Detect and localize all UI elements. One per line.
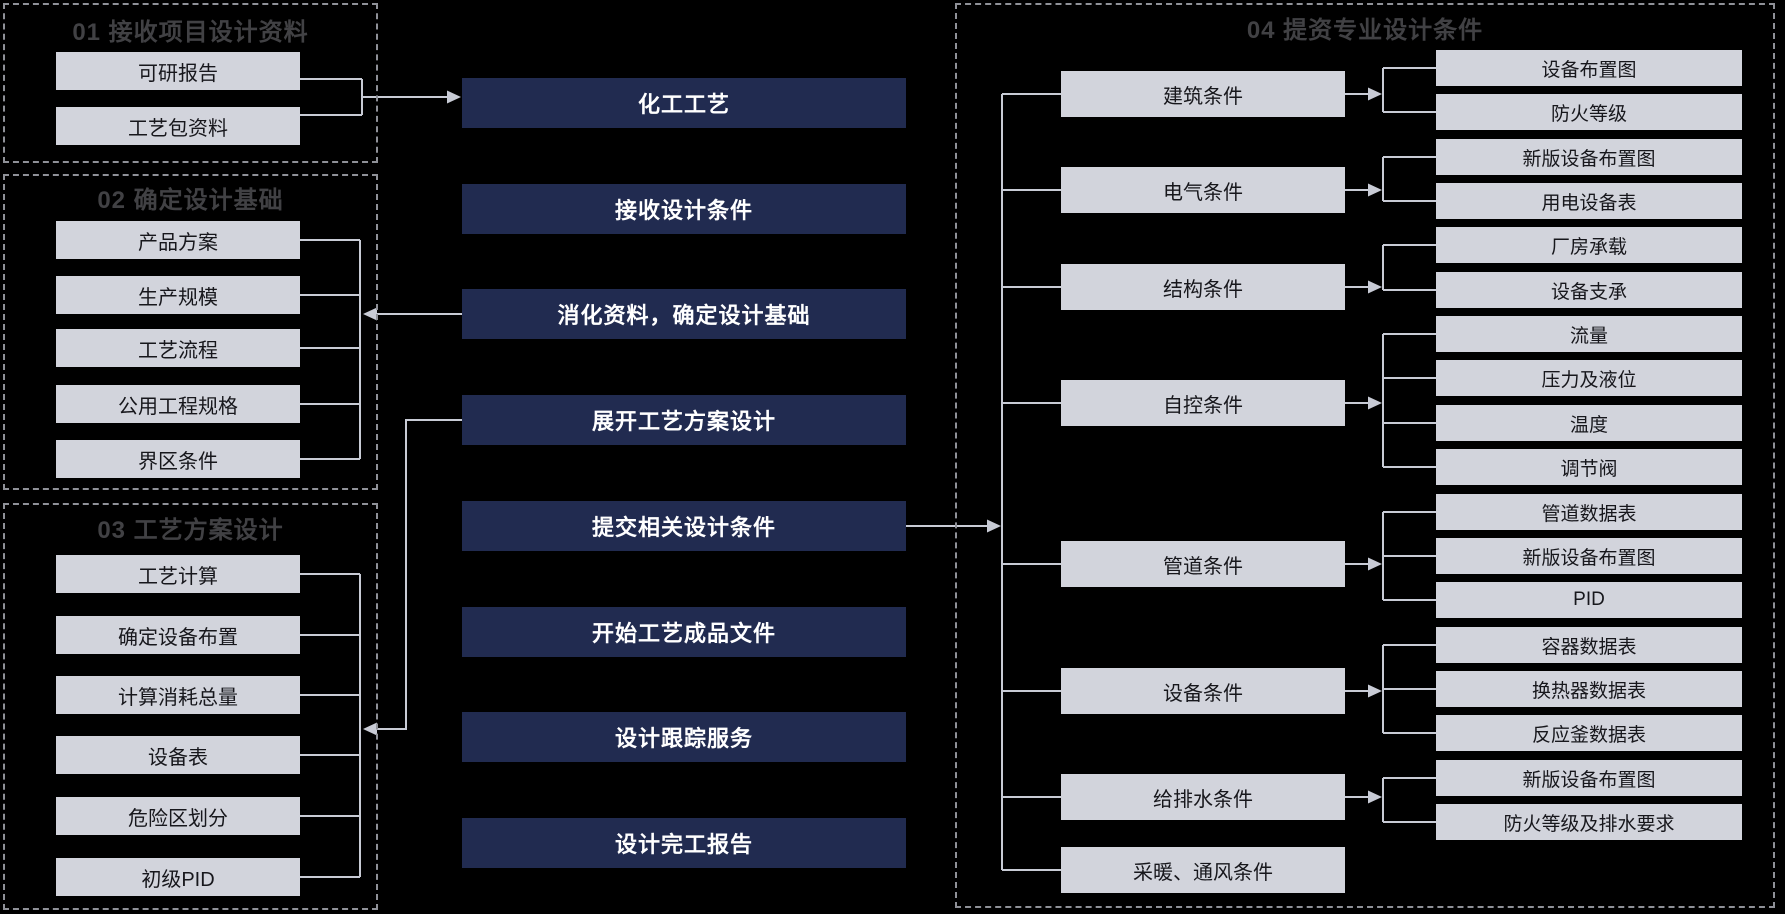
arrowhead	[363, 307, 377, 321]
flow-step-box: 展开工艺方案设计	[462, 395, 906, 445]
output-box: 新版设备布置图	[1436, 760, 1742, 796]
arrowhead	[1368, 790, 1382, 804]
group-04-title: 04 提资专业设计条件	[1246, 17, 1484, 44]
group-02-title: 02 确定设计基础	[97, 187, 284, 214]
output-box: 反应釜数据表	[1436, 715, 1742, 751]
category-box: 结构条件	[1061, 264, 1345, 310]
group-04-border	[955, 3, 1775, 908]
group-02-item: 界区条件	[56, 440, 300, 478]
output-box: 调节阀	[1436, 449, 1742, 485]
group-03-item: 计算消耗总量	[56, 676, 300, 714]
output-box: PID	[1436, 582, 1742, 618]
arrowhead	[1368, 684, 1382, 698]
output-box: 设备布置图	[1436, 50, 1742, 86]
output-box: 新版设备布置图	[1436, 139, 1742, 175]
group-03-border	[3, 503, 378, 910]
arrowhead	[1368, 557, 1382, 571]
output-box: 流量	[1436, 316, 1742, 352]
group-02-item: 生产规模	[56, 276, 300, 314]
flow-step-box: 化工工艺	[462, 78, 906, 128]
output-box: 设备支承	[1436, 272, 1742, 308]
output-box: 厂房承载	[1436, 227, 1742, 263]
output-box: 管道数据表	[1436, 494, 1742, 530]
arrowhead	[363, 722, 377, 736]
group-03-item: 确定设备布置	[56, 616, 300, 654]
flow-step-box: 消化资料，确定设计基础	[462, 289, 906, 339]
flow-step-box: 开始工艺成品文件	[462, 607, 906, 657]
category-box: 给排水条件	[1061, 774, 1345, 820]
output-box: 新版设备布置图	[1436, 538, 1742, 574]
category-box: 设备条件	[1061, 668, 1345, 714]
category-box: 电气条件	[1061, 167, 1345, 213]
group-03-item: 初级PID	[56, 858, 300, 896]
group-03-title: 03 工艺方案设计	[97, 517, 284, 544]
category-box: 采暖、通风条件	[1061, 847, 1345, 893]
output-box: 用电设备表	[1436, 183, 1742, 219]
group-02-border	[3, 174, 378, 490]
group-03-item: 设备表	[56, 736, 300, 774]
category-box: 建筑条件	[1061, 71, 1345, 117]
group-01-item: 工艺包资料	[56, 107, 300, 145]
arrowhead	[1368, 396, 1382, 410]
output-box: 温度	[1436, 405, 1742, 441]
output-box: 防火等级及排水要求	[1436, 804, 1742, 840]
arrowhead	[447, 90, 461, 104]
category-box: 管道条件	[1061, 541, 1345, 587]
group-02-item: 工艺流程	[56, 329, 300, 367]
arrowhead	[1368, 183, 1382, 197]
group-03-item: 工艺计算	[56, 555, 300, 593]
group-01-item: 可研报告	[56, 52, 300, 90]
group-02-item: 产品方案	[56, 221, 300, 259]
group-03-item: 危险区划分	[56, 797, 300, 835]
flow-step-box: 设计完工报告	[462, 818, 906, 868]
connector-line	[377, 419, 462, 730]
output-box: 换热器数据表	[1436, 671, 1742, 707]
output-box: 容器数据表	[1436, 627, 1742, 663]
arrowhead	[1368, 280, 1382, 294]
group-01-title: 01 接收项目设计资料	[72, 19, 309, 46]
arrowhead	[1368, 87, 1382, 101]
flow-step-box: 设计跟踪服务	[462, 712, 906, 762]
group-01-border	[3, 3, 378, 163]
output-box: 压力及液位	[1436, 360, 1742, 396]
output-box: 防火等级	[1436, 94, 1742, 130]
group-02-item: 公用工程规格	[56, 385, 300, 423]
category-box: 自控条件	[1061, 380, 1345, 426]
flow-step-box: 提交相关设计条件	[462, 501, 906, 551]
flow-step-box: 接收设计条件	[462, 184, 906, 234]
arrowhead	[987, 519, 1001, 533]
